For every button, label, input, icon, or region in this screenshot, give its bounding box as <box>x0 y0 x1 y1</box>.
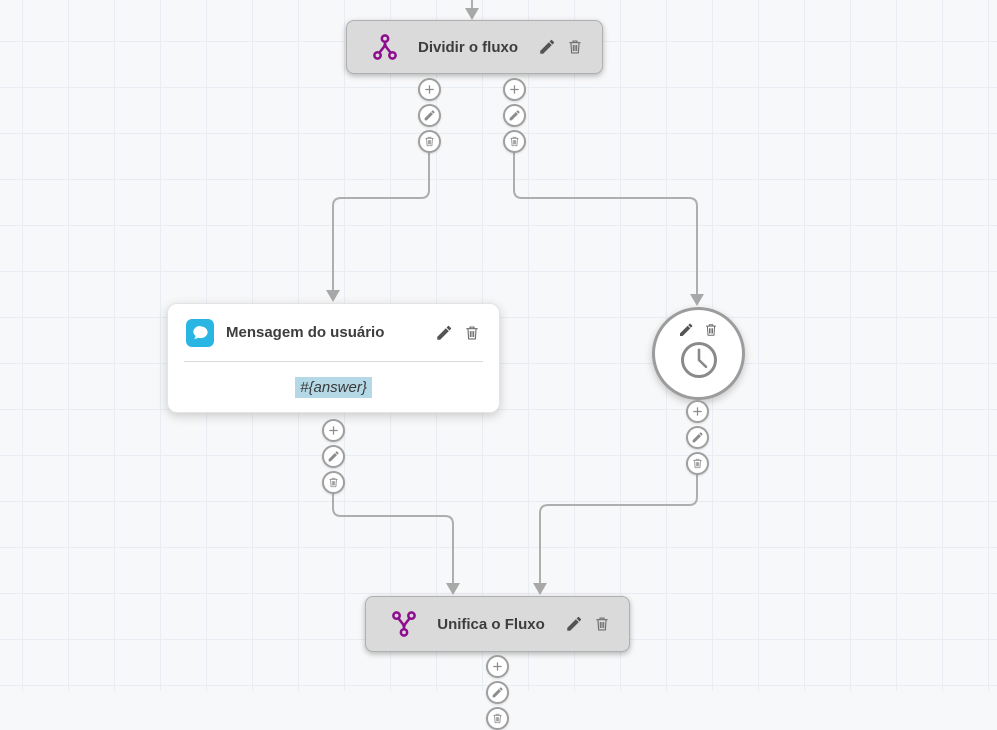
add-block-button[interactable] <box>322 419 345 442</box>
delete-node-button[interactable] <box>462 323 481 342</box>
variable-value: #{answer} <box>295 376 372 398</box>
add-block-button[interactable] <box>486 655 509 678</box>
plus-icon <box>425 85 434 94</box>
edit-node-button[interactable] <box>434 323 453 342</box>
plus-icon <box>693 407 702 416</box>
edit-connector-button[interactable] <box>486 681 509 704</box>
connector-message-to-merge <box>332 494 454 583</box>
node-user-message[interactable]: Mensagem do usuário #{answer} <box>167 303 500 413</box>
trash-icon <box>329 477 338 488</box>
arrowhead <box>465 8 479 20</box>
split-flow-icon <box>371 32 399 62</box>
delete-connector-button[interactable] <box>686 452 709 475</box>
trash-icon <box>693 458 702 469</box>
pencil-icon <box>492 687 503 698</box>
card-divider <box>184 361 483 362</box>
edit-node-button[interactable] <box>678 321 695 338</box>
node-divide-flow[interactable]: Dividir o fluxo <box>346 20 603 74</box>
add-block-button[interactable] <box>686 400 709 423</box>
pencil-icon <box>328 451 339 462</box>
delete-node-button[interactable] <box>703 321 720 338</box>
branch-left-ports <box>418 78 441 153</box>
arrowhead <box>446 583 460 595</box>
delete-node-button[interactable] <box>565 38 584 57</box>
arrowhead <box>690 294 704 306</box>
pencil-icon <box>680 323 693 336</box>
plus-icon <box>493 662 502 671</box>
message-output-ports <box>322 419 345 494</box>
arrowhead <box>326 290 340 302</box>
trash-icon <box>510 136 519 147</box>
delete-connector-button[interactable] <box>486 707 509 730</box>
edit-connector-button[interactable] <box>322 445 345 468</box>
pencil-icon <box>424 110 435 121</box>
delete-connector-button[interactable] <box>322 471 345 494</box>
trash-icon <box>493 713 502 724</box>
trash-icon <box>568 40 581 54</box>
edit-node-button[interactable] <box>537 38 556 57</box>
chat-bubble-icon <box>186 318 214 347</box>
node-merge-flow[interactable]: Unifica o Fluxo <box>365 596 630 652</box>
merge-flow-icon <box>390 609 418 639</box>
pencil-icon <box>436 325 451 340</box>
connector-schedule-to-merge <box>539 475 698 583</box>
delete-connector-button[interactable] <box>418 130 441 153</box>
connector-divide-to-schedule <box>513 152 698 294</box>
plus-icon <box>510 85 519 94</box>
edit-connector-button[interactable] <box>686 426 709 449</box>
trash-icon <box>595 617 608 631</box>
connector-divide-to-message <box>332 152 430 290</box>
pencil-icon <box>566 616 581 631</box>
pencil-icon <box>539 39 554 54</box>
node-title: Unifica o Fluxo <box>437 615 545 633</box>
add-block-button[interactable] <box>418 78 441 101</box>
schedule-output-ports <box>686 400 709 475</box>
plus-icon <box>329 426 338 435</box>
trash-icon <box>465 326 478 339</box>
edit-node-button[interactable] <box>564 615 583 634</box>
arrowhead <box>533 583 547 595</box>
clock-icon <box>680 342 717 378</box>
add-block-button[interactable] <box>503 78 526 101</box>
edit-connector-button[interactable] <box>418 104 441 127</box>
pencil-icon <box>692 432 703 443</box>
branch-right-ports <box>503 78 526 153</box>
edit-connector-button[interactable] <box>503 104 526 127</box>
delete-node-button[interactable] <box>592 615 611 634</box>
node-title: Dividir o fluxo <box>417 38 518 56</box>
node-title: Mensagem do usuário <box>226 324 385 341</box>
trash-icon <box>705 323 717 336</box>
trash-icon <box>425 136 434 147</box>
pencil-icon <box>509 110 520 121</box>
merge-output-ports <box>486 655 509 730</box>
node-schedule[interactable] <box>652 307 745 400</box>
connectors-layer <box>326 0 704 595</box>
delete-connector-button[interactable] <box>503 130 526 153</box>
